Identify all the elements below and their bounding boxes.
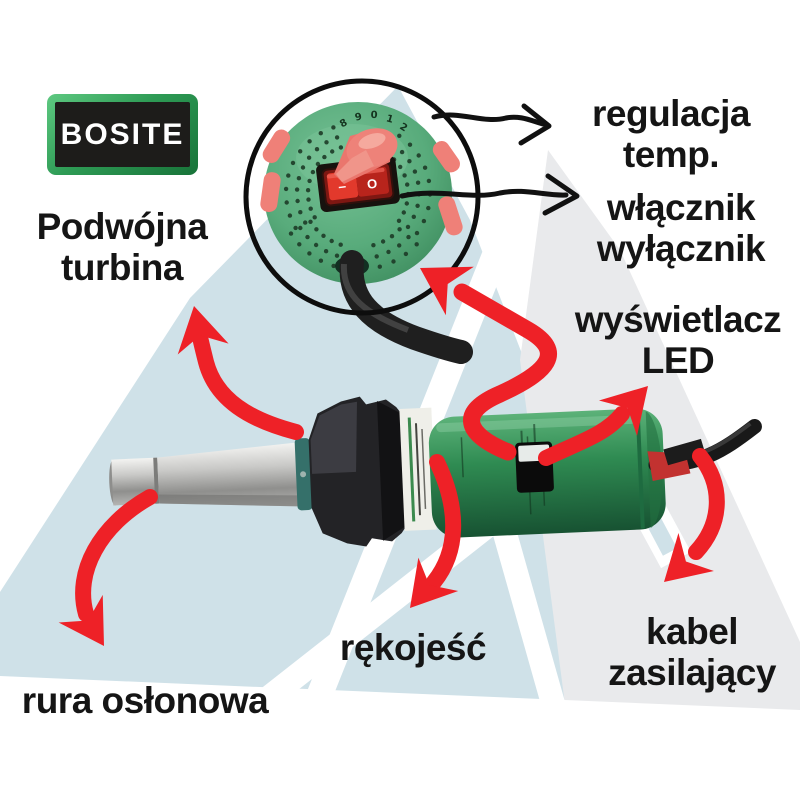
black-arrows <box>399 103 580 216</box>
vent-holes <box>283 125 433 269</box>
collar-facet <box>310 401 357 474</box>
label-line: kabel <box>645 611 739 652</box>
red-arrow-to-handle <box>410 454 462 608</box>
nozzle-step <box>153 457 160 504</box>
label-line: zasilający <box>608 651 776 693</box>
dial-digit: 0 <box>370 110 377 121</box>
label-line: włącznik <box>606 187 756 228</box>
background-bottom-cut <box>0 676 800 800</box>
label-handle: rękojeść <box>339 627 487 669</box>
dial-digit: 8 <box>338 117 349 130</box>
red-arrow-to-double-turbine <box>177 306 304 440</box>
red-arrows <box>58 266 725 646</box>
red-arrow-to-led-display <box>538 386 648 466</box>
spec-label-print-green <box>407 417 416 522</box>
rubber-bumpers <box>260 129 463 236</box>
label-line: wyłącznik <box>596 227 766 269</box>
red-arrow-to-power-cable <box>664 448 725 582</box>
dial-digit: 9 <box>354 111 363 123</box>
brand-logo: BOSITE <box>47 94 198 175</box>
label-line: temp. <box>622 133 720 175</box>
label-double-turbine: Podwójna turbina <box>36 206 208 288</box>
dial-digit: 2 <box>397 121 409 134</box>
label-line: wyświetlacz <box>574 299 782 340</box>
label-power-cable: kabel zasilający <box>608 611 776 693</box>
endcap-ridge <box>635 410 645 529</box>
nozzle-tube <box>157 442 300 507</box>
collar-shade <box>376 400 407 541</box>
body-highlight <box>436 414 637 433</box>
brand-logo-plate: BOSITE <box>55 102 190 167</box>
label-temp-regulation: regulacja temp. <box>592 93 750 175</box>
power-cord <box>339 250 473 364</box>
label-line: LED <box>641 339 715 381</box>
screw-icon <box>300 471 307 478</box>
switch-off-symbol: O <box>366 176 378 192</box>
cable-sleeve <box>663 438 706 466</box>
label-protective-tube: rura osłonowa <box>21 680 269 722</box>
label-line: rura osłonowa <box>21 680 269 721</box>
cord-highlight <box>340 263 410 333</box>
spec-label-print <box>414 423 421 516</box>
temp-dial-scale: 8 9 0 1 2 <box>338 110 409 135</box>
nozzle-shadow <box>158 494 300 507</box>
temp-dial-knob <box>334 128 398 184</box>
rear-cap-inset: 8 9 0 1 2 – O <box>243 78 481 364</box>
label-line: turbina <box>61 246 183 288</box>
label-line: rękojeść <box>339 627 487 668</box>
brand-logo-text: BOSITE <box>60 117 185 151</box>
label-line: Podwójna <box>36 206 208 247</box>
black-arrow-to-switch <box>399 173 580 216</box>
red-arrow-to-protective-tube <box>58 489 158 646</box>
dial-digit: 1 <box>385 113 395 126</box>
spec-label-print <box>421 428 427 509</box>
switch-on-symbol: – <box>337 178 347 195</box>
red-arrow-to-rear-cap <box>420 266 557 461</box>
label-line: regulacja <box>592 93 750 134</box>
black-arrow-to-temp-dial <box>431 103 552 146</box>
label-on-off-switch: włącznik wyłącznik <box>596 187 766 269</box>
label-led-display: wyświetlacz LED <box>574 299 782 381</box>
